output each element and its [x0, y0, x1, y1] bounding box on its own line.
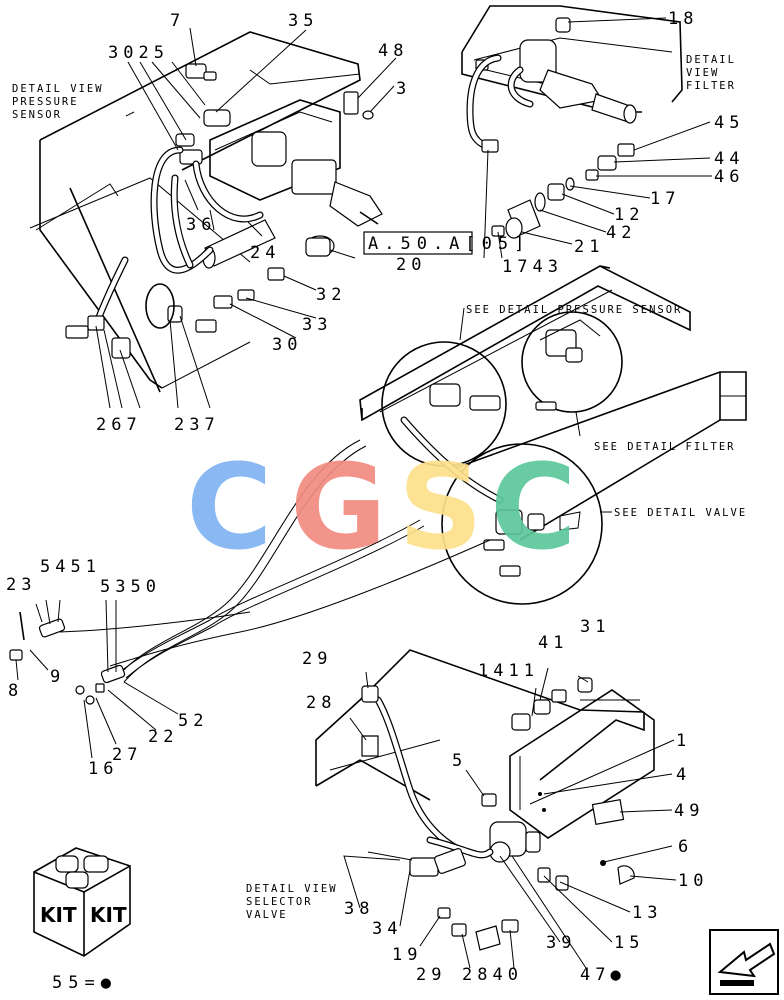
callout: 17 [650, 189, 680, 209]
callout: 42 [606, 223, 636, 243]
callout: 46 [714, 167, 744, 187]
callout: 3 [396, 79, 411, 99]
callout: 18 [668, 9, 698, 29]
watermark-letter-c2: C [490, 438, 577, 576]
callout: 4 [676, 765, 691, 785]
callout: 38 [344, 899, 374, 919]
callout: 1743 [502, 257, 563, 277]
kit-box: KIT KIT [33, 847, 131, 957]
callout: 36 [186, 215, 216, 235]
callout: 28 [306, 693, 336, 713]
pressure-sensor-caption-line1: DETAIL VIEW [12, 83, 104, 95]
watermark-letter-c1: C [186, 438, 273, 576]
callout: 30 [272, 335, 302, 355]
filter-caption-line3: FILTER [686, 80, 736, 92]
reference-link[interactable]: A.50.A[05] [363, 231, 530, 255]
see-detail-filter: SEE DETAIL FILTER [594, 441, 735, 453]
filter-caption-line1: DETAIL [686, 54, 736, 66]
callout: 2840 [462, 965, 523, 985]
callout: 45 [714, 113, 744, 133]
callout: 12 [614, 205, 644, 225]
long-hoses [59, 439, 491, 683]
callout: 6 [678, 837, 693, 857]
callout-numbers: 7 35 3025 48 3 36 24 20 32 33 30 267 237… [6, 9, 744, 985]
callout: 13 [632, 903, 662, 923]
kit-note: 55=● [52, 973, 117, 993]
callout: 29 [302, 649, 332, 669]
cgsc-watermark: C G S C [186, 438, 577, 576]
callout: 7 [170, 11, 185, 31]
callout: 5451 [40, 557, 101, 577]
callout: 34 [372, 919, 402, 939]
pressure-sensor-caption-line3: SENSOR [12, 109, 62, 121]
callout: 29 [416, 965, 446, 985]
kit-label-right: KIT [90, 903, 127, 927]
selector-valve-caption-line2: SELECTOR [246, 896, 313, 908]
callout: 48 [378, 41, 408, 61]
callout: 31 [580, 617, 610, 637]
callout: 16 [88, 759, 118, 779]
callout: 3025 [108, 43, 169, 63]
pressure-sensor-caption-line2: PRESSURE [12, 96, 79, 108]
callout: 52 [178, 711, 208, 731]
previous-page-arrow-button[interactable] [709, 929, 779, 995]
kit-label-left: KIT [40, 903, 77, 927]
selector-valve-caption-line3: VALVE [246, 909, 288, 921]
callout: 47● [580, 965, 626, 985]
callout: 24 [250, 243, 280, 263]
callout: 1 [676, 731, 691, 751]
callout: 19 [392, 945, 422, 965]
callout: 27 [112, 745, 142, 765]
selector-valve-caption-line1: DETAIL VIEW [246, 883, 338, 895]
filter-detail [461, 5, 712, 259]
callout: 8 [8, 681, 23, 701]
callout: 41 [538, 633, 568, 653]
callout: 267 [96, 415, 142, 435]
callout: 237 [174, 415, 220, 435]
callout: 5350 [100, 577, 161, 597]
callout: 10 [678, 871, 708, 891]
callout: 23 [6, 575, 36, 595]
callout: 49 [674, 801, 704, 821]
callout: 44 [714, 149, 744, 169]
selector-valve-detail [315, 649, 677, 969]
see-detail-pressure-sensor: SEE DETAIL PRESSURE SENSOR [466, 304, 682, 316]
callout: 32 [316, 285, 346, 305]
callout: 20 [396, 255, 426, 275]
callout: 1411 [478, 661, 539, 681]
callout: 9 [50, 667, 65, 687]
callout: 39 [546, 933, 576, 953]
callout: 22 [148, 727, 178, 747]
watermark-letter-g: G [290, 438, 387, 576]
callout: 5 [452, 751, 467, 771]
callout: 35 [288, 11, 318, 31]
reference-text: A.50.A[05] [368, 234, 530, 254]
pressure-sensor-detail [29, 27, 397, 409]
callout: 15 [614, 933, 644, 953]
main-assembly [359, 265, 747, 605]
left-fittings [9, 599, 179, 759]
watermark-letter-s: S [398, 438, 483, 576]
callout: 21 [574, 237, 604, 257]
see-detail-valve: SEE DETAIL VALVE [614, 507, 747, 519]
callout: 33 [302, 315, 332, 335]
filter-caption-line2: VIEW [686, 67, 719, 79]
